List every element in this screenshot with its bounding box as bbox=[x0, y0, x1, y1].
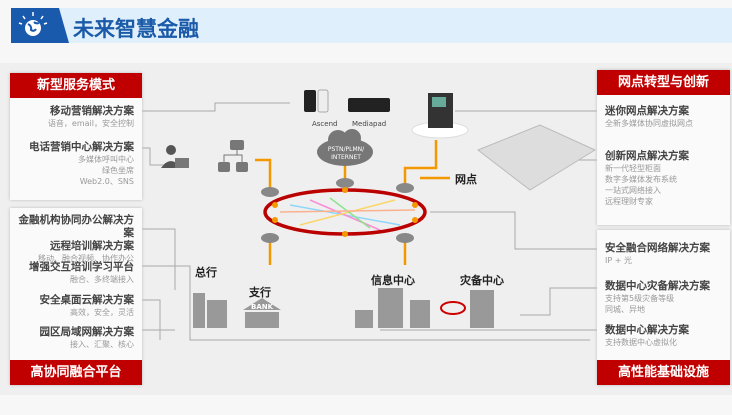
hq-label: 总行 bbox=[195, 266, 217, 279]
list-item[interactable]: 增强交互培训学习平台融合、多终端接入 bbox=[29, 261, 134, 284]
tablet-icon bbox=[348, 98, 390, 112]
office-building-icon bbox=[477, 124, 597, 191]
list-item[interactable]: 金融机构协同办公解决方案远程培训解决方案移动、融合视频、协作办公 bbox=[18, 214, 135, 263]
list-item[interactable]: 安全桌面云解决方案高效，安全，灵活 bbox=[39, 294, 135, 317]
branch-label: 支行 bbox=[249, 286, 271, 299]
header-banner: 未来智慧金融 bbox=[11, 8, 732, 43]
panel-collaboration-platform: 金融机构协同办公解决方案远程培训解决方案移动、融合视频、协作办公 增强交互培训学… bbox=[10, 208, 142, 385]
list-item[interactable]: 园区局域网解决方案接入、汇聚、核心 bbox=[39, 326, 135, 349]
panel-title: 新型服务模式 bbox=[10, 73, 142, 98]
list-item[interactable]: 数据中心灾备解决方案支持第5级灾备等级同城、异地 bbox=[605, 280, 710, 314]
ascend-label: Ascend bbox=[312, 120, 338, 128]
dr-link-icon bbox=[440, 301, 466, 315]
list-item[interactable]: 创新网点解决方案新一代轻型柜面数字多媒体发布系统一站式网络接入远程理财专家 bbox=[605, 150, 689, 206]
cloud-label: PSTN/PLMN/ INTERNET bbox=[327, 146, 365, 161]
bank-icon bbox=[243, 298, 281, 328]
bank-label: BANK bbox=[251, 303, 274, 311]
panel-outlet-transformation: 网点转型与创新 迷你网点解决方案全新多媒体协同虚拟网点 创新网点解决方案新一代轻… bbox=[597, 70, 730, 225]
computer-tree-icon bbox=[218, 140, 248, 172]
panel-new-service-mode: 新型服务模式 移动营销解决方案语音，email，安全控制 电话营销中心解决方案多… bbox=[10, 73, 142, 200]
info-center-label: 信息中心 bbox=[371, 274, 415, 287]
list-item[interactable]: 迷你网点解决方案全新多媒体协同虚拟网点 bbox=[605, 105, 693, 128]
list-item[interactable]: 移动营销解决方案语音，email，安全控制 bbox=[47, 105, 134, 128]
panel-footer: 高协同融合平台 bbox=[10, 360, 142, 385]
person-icon bbox=[161, 145, 189, 168]
outlet-label: 网点 bbox=[455, 173, 477, 186]
dr-center-building-icon bbox=[470, 290, 494, 328]
router-icon bbox=[261, 178, 414, 243]
list-item[interactable]: 数据中心解决方案支持数据中心虚拟化 bbox=[605, 324, 689, 347]
cloud-icon bbox=[317, 129, 373, 166]
globe-icon bbox=[11, 8, 69, 43]
atm-icon bbox=[411, 93, 469, 139]
mediapad-label: Mediapad bbox=[352, 120, 387, 128]
page-title: 未来智慧金融 bbox=[73, 17, 199, 41]
phone-icon bbox=[304, 89, 329, 113]
panel-footer: 高性能基础设施 bbox=[597, 360, 730, 385]
info-center-building-icon bbox=[355, 288, 430, 328]
panel-title: 网点转型与创新 bbox=[597, 70, 730, 95]
hq-building-icon bbox=[193, 293, 227, 328]
network-ring bbox=[263, 187, 427, 237]
dr-center-label: 灾备中心 bbox=[460, 274, 504, 287]
